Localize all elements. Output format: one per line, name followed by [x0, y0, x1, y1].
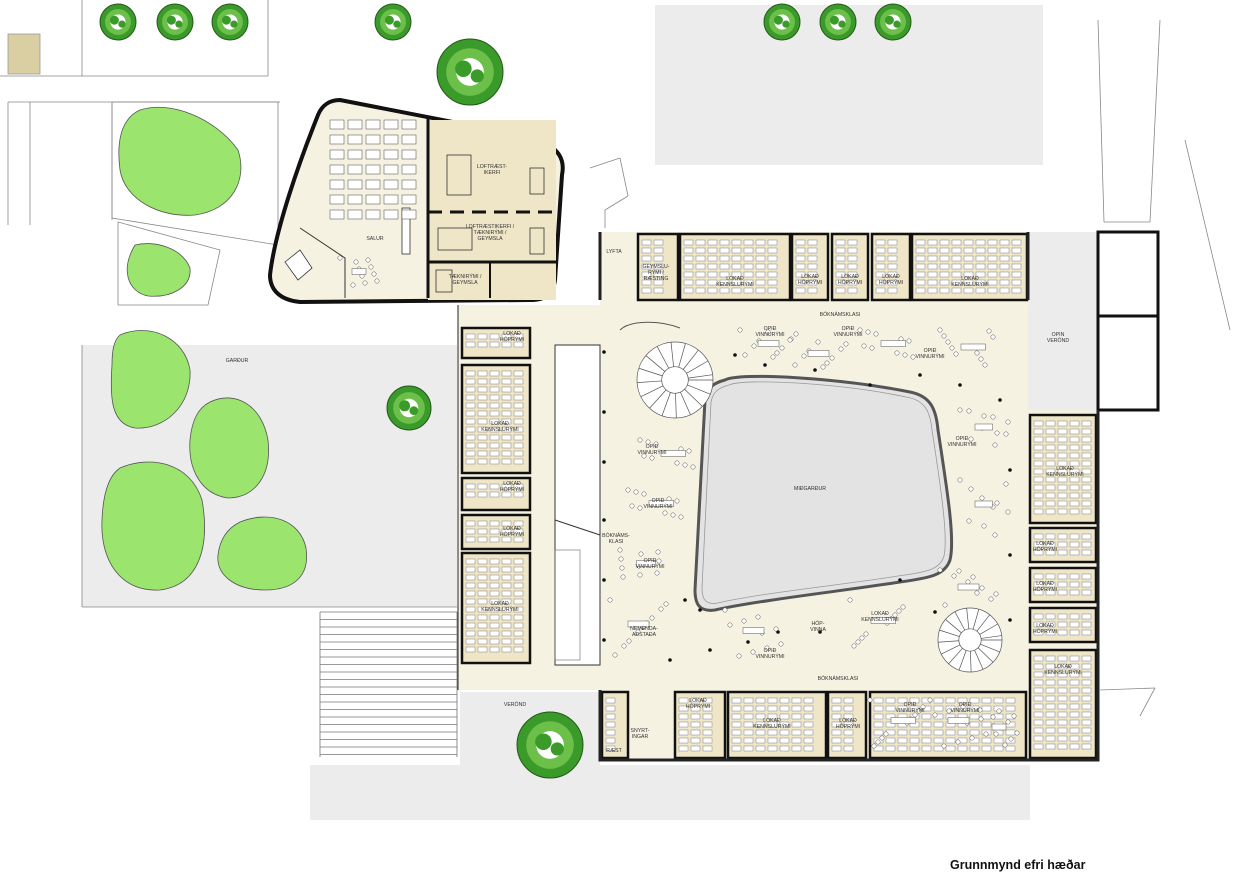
hall-building — [267, 97, 565, 305]
tree-icon — [436, 38, 504, 106]
spiral-stairs — [636, 341, 1003, 673]
lawn-blobs — [101, 106, 308, 591]
room — [826, 690, 868, 760]
hall-seating — [329, 119, 417, 220]
label-raest: RÆST — [606, 748, 622, 754]
room — [1028, 566, 1098, 604]
label-verond: VERÖND — [504, 701, 526, 708]
tree-icon — [211, 3, 249, 41]
label-boknamsklasi-side: BÓKNÁMS-KLASI — [602, 532, 630, 545]
tree-icon — [516, 711, 584, 779]
classrooms — [460, 232, 1098, 760]
room — [1028, 606, 1098, 644]
room — [1028, 648, 1098, 760]
interior-walls — [457, 232, 1100, 762]
tree-icon — [374, 3, 412, 41]
label-midgardur: MIÐGARÐUR — [794, 486, 826, 492]
room — [460, 513, 532, 551]
room — [460, 363, 532, 475]
label-nemendaadstada: NEMENDA-AÐSTAÐA — [630, 626, 658, 638]
tree-icon — [99, 3, 137, 41]
room — [1028, 413, 1098, 525]
label-lyfta: LYFTA — [606, 249, 622, 255]
room — [460, 551, 532, 665]
label-gardur: GARÐUR — [226, 358, 249, 364]
tree-icon — [763, 3, 801, 41]
tree-icon — [819, 3, 857, 41]
tree-icon — [874, 3, 912, 41]
room — [600, 690, 630, 760]
tree-icon — [156, 3, 194, 41]
label-snyrtingar: SNYRT-INGAR — [631, 728, 650, 740]
room — [460, 326, 532, 360]
room — [636, 232, 680, 302]
label-salur: SALUR — [366, 236, 384, 242]
label-loftraestikerfi: LOFTRÆST-IKERFI — [477, 164, 508, 176]
room — [1028, 526, 1098, 564]
open-veranda-area — [1028, 232, 1098, 410]
stairs — [319, 611, 458, 757]
room — [726, 690, 828, 760]
furniture — [337, 255, 1020, 749]
spiral-stair-icon — [636, 341, 714, 419]
label-taeknirymi: TÆKNIRÝMI /GEYMSLA — [449, 273, 482, 286]
label-hopvinna: HÓP-VINNA — [810, 620, 826, 633]
room — [790, 232, 830, 302]
room — [678, 232, 792, 302]
room — [830, 232, 870, 302]
room — [673, 690, 727, 760]
site-lines — [0, 0, 1231, 717]
bottom-lot — [310, 765, 1030, 820]
columns — [602, 350, 1012, 662]
label-boknamsklasi-top: BÓKNÁMSKLASI — [820, 311, 861, 318]
tree-icon — [386, 385, 432, 431]
room — [910, 232, 1029, 302]
spiral-stair-icon — [937, 607, 1003, 673]
label-loftraestikerfi-taeknirymi: LOFTRÆSTIKERFI /TÆKNIRÝMI /GEYMSLA — [466, 224, 515, 242]
room-labels: SALUR LOFTRÆST-IKERFI LOFTRÆSTIKERFI /TÆKN… — [226, 164, 1084, 754]
room — [870, 232, 912, 302]
room — [460, 476, 532, 512]
plan-title: Grunnmynd efri hæðar — [950, 858, 1086, 872]
label-boknamsklasi-bottom: BÓKNÁMSKLASI — [818, 675, 859, 682]
courtyard — [693, 374, 954, 612]
label-geymslurymi: GEYMSLU-RÝMI /RÆSTING — [642, 264, 669, 282]
